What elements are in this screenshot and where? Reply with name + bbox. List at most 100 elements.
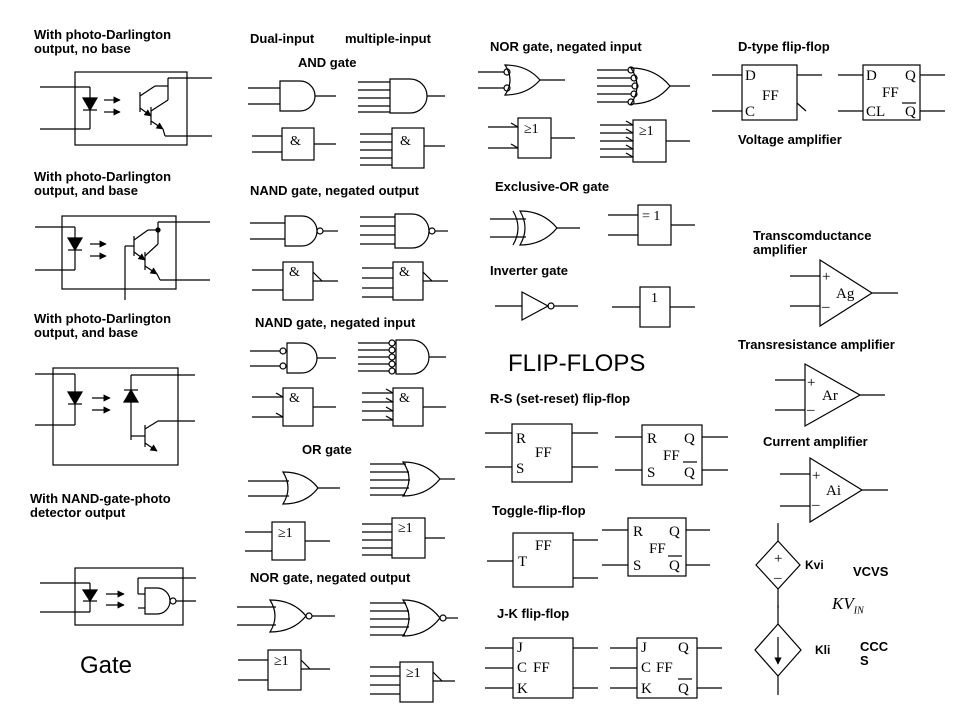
current-minus: – [811, 497, 820, 513]
rs2-r: R [647, 431, 657, 447]
nor-neg-input-box-multi [600, 119, 690, 163]
and-box-multi [360, 127, 445, 169]
d2-ff: FF [882, 85, 899, 101]
label-nand-photo-detector: With NAND-gate-photo detector output [30, 491, 171, 520]
photo-darlington-base-2-symbol [35, 367, 195, 466]
vcvs-plus: + [774, 551, 782, 567]
toggle-flipflop [487, 532, 598, 588]
label-nor-negated-output: NOR gate, negated output [250, 570, 411, 585]
d-flipflop-1 [712, 64, 822, 121]
and-box-dual [252, 127, 336, 161]
kv-text: KV [832, 594, 854, 613]
label-transconductance-amp: Transcomductance amplifier [753, 228, 872, 257]
nor-neg-box-multi-sym: ≥1 [639, 124, 654, 139]
label-exclusive-or: Exclusive-OR gate [495, 179, 610, 194]
jk2-c: C [641, 660, 651, 676]
d2-qbar: Q [905, 104, 916, 120]
or-box-multi [362, 517, 445, 559]
rs-flipflop-1 [485, 423, 598, 483]
cccs-symbol [754, 605, 802, 695]
d2-q: Q [905, 68, 916, 84]
or-gate-multi [370, 461, 455, 497]
nor-gate-dual [237, 599, 335, 633]
and-box-dual-sym: & [290, 134, 301, 149]
transres-ar: Ar [822, 388, 838, 404]
label-d-type: D-type flip-flop [738, 39, 830, 54]
transcond-ag: Ag [836, 286, 855, 302]
toggle-t: T [518, 554, 527, 570]
d2-cl: CL [866, 104, 885, 120]
transresistance-amp-symbol [775, 362, 885, 428]
rs2-ff: FF [663, 448, 680, 464]
label-photo-darlington-no-base: With photo-Darlington output, no base [34, 27, 172, 56]
transcond-plus: + [822, 269, 830, 285]
jk1-c: C [517, 660, 527, 676]
toggle-ff: FF [535, 538, 552, 554]
d-flipflop-2 [838, 64, 945, 121]
rs-flipflop-2 [615, 424, 728, 486]
label-cccs: CCC S [860, 639, 889, 668]
label-nand-negated-output: NAND gate, negated output [250, 183, 419, 198]
transcond-minus: – [821, 299, 830, 315]
toggle-rs-flipflop [602, 517, 710, 577]
nand-box-dual [252, 261, 338, 301]
label-dual-input: Dual-input [250, 31, 315, 46]
transres-plus: + [807, 375, 815, 391]
current-plus: + [812, 468, 820, 484]
nand-neg-input-dual [250, 342, 336, 374]
rs2-s: S [647, 465, 655, 481]
nand-neg-input-box-dual [252, 387, 336, 427]
jk1-k: K [517, 681, 528, 697]
photo-darlington-no-base-symbol [40, 71, 212, 146]
xor-box [608, 204, 695, 246]
nand-box-multi [362, 261, 448, 301]
inverter-box [612, 286, 695, 328]
label-flip-flops: FLIP-FLOPS [508, 350, 646, 377]
current-ai: Ai [826, 483, 841, 499]
rs1-s: S [516, 461, 524, 477]
trs-qbar: Q [669, 558, 680, 574]
nand-neg-input-box-multi [362, 387, 446, 427]
nand-gate-dual [250, 215, 338, 247]
nor-neg-input-dual [478, 64, 565, 96]
or-box-dual-sym: ≥1 [278, 526, 293, 541]
xor-gate [490, 210, 580, 246]
jk-flipflop-2 [610, 637, 722, 699]
label-multiple-input: multiple-input [345, 31, 431, 46]
label-and-gate: AND gate [298, 55, 357, 70]
label-gate: Gate [80, 652, 133, 679]
label-current-amp: Current amplifier [763, 434, 868, 449]
label-inverter: Inverter gate [490, 263, 569, 278]
jk2-qbar: Q [678, 681, 689, 697]
jk2-k: K [641, 681, 652, 697]
and-box-multi-sym: & [400, 134, 411, 149]
vcvs-minus: – [773, 570, 782, 586]
label-kvi: Kvi [805, 558, 824, 572]
nor-neg-box-dual-sym: ≥1 [524, 122, 539, 137]
nor-box-multi-sym: ≥1 [406, 666, 421, 681]
label-photo-darlington-base-1: With photo-Darlington output, and base [34, 169, 172, 198]
inverter-box-sym: 1 [651, 291, 658, 306]
nor-box-dual [238, 649, 330, 691]
label-rs-flip-flop: R-S (set-reset) flip-flop [490, 391, 631, 406]
nor-box-dual-sym: ≥1 [274, 654, 289, 669]
or-box-dual [245, 521, 330, 561]
label-vcvs: VCVS [853, 564, 889, 579]
label-nand-negated-input: NAND gate, negated input [255, 315, 416, 330]
jk1-ff: FF [533, 660, 550, 676]
nor-neg-input-box-dual [488, 117, 575, 159]
d2-d: D [866, 68, 877, 84]
nand-neg-input-multi [358, 339, 446, 375]
d1-c: C [745, 104, 755, 120]
inverter-gate [495, 290, 578, 322]
label-nor-negated-input: NOR gate, negated input [490, 39, 642, 54]
label-kv-in: KVIN [832, 594, 864, 616]
current-amp-symbol [780, 456, 888, 524]
and-gate-dual [248, 80, 336, 112]
nand-box-multi-sym: & [399, 265, 410, 280]
jk1-j: J [517, 640, 523, 656]
label-jk-flip-flop: J-K flip-flop [497, 606, 570, 621]
and-gate-multi [358, 78, 445, 114]
rs1-ff: FF [535, 445, 552, 461]
rs2-qbar: Q [684, 465, 695, 481]
